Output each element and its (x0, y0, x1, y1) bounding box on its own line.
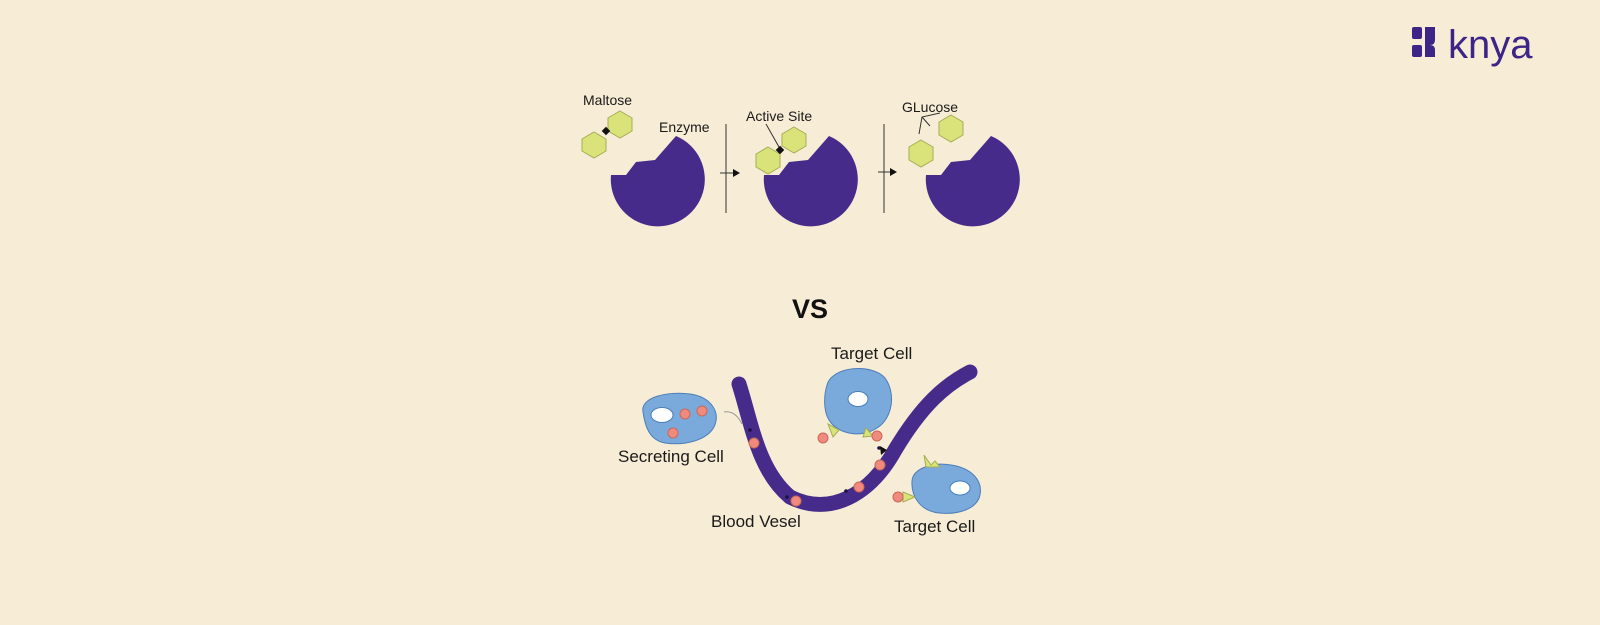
receptor-top-right (862, 427, 875, 438)
secreting-cell-label: Secreting Cell (618, 447, 724, 466)
target-cell-top-label: Target Cell (831, 344, 912, 363)
enzyme-body-1 (610, 136, 705, 227)
active-site-glucose-b (781, 126, 807, 154)
hormone-diagram: Secreting Cell Target Cell Target Cell B… (618, 344, 981, 536)
enzyme-panel-3: GLucose (902, 99, 1020, 227)
active-site-label: Active Site (746, 108, 812, 124)
glucose-label: GLucose (902, 99, 958, 115)
blood-vessel-label: Blood Vesel (711, 512, 801, 531)
bound-hormone-bottom (892, 491, 904, 503)
arrowhead-1 (733, 169, 740, 177)
exit-arrowhead (880, 446, 887, 455)
secreting-cell-nucleus (650, 407, 674, 423)
target-cell-top: Target Cell (817, 344, 912, 444)
arrowhead-2 (890, 168, 897, 176)
active-site-pointer (765, 123, 780, 148)
vs-separator: VS (792, 294, 828, 324)
secretory-hormone-3 (667, 427, 679, 439)
glucose-product-b (938, 114, 964, 143)
target-cell-bottom: Target Cell (892, 454, 981, 536)
hormones-in-vessel (748, 437, 886, 507)
glucose-pointer (918, 112, 941, 135)
enzyme-diagram: Maltose Enzyme Active Site GLucose (581, 92, 1020, 227)
knya-logo-text: knya (1448, 23, 1533, 67)
enzyme-body-3 (925, 136, 1020, 227)
bound-hormone-top-left (817, 432, 829, 444)
active-site-glucose-a (755, 146, 781, 175)
maltose-glucose-unit-b (607, 110, 633, 139)
glucose-product-a (908, 139, 934, 168)
enzyme-panel-2: Active Site (746, 108, 858, 227)
maltose-glucose-unit-a (581, 131, 607, 159)
enzyme-body-2 (763, 136, 858, 227)
target-cell-top-nucleus (847, 391, 869, 407)
secretion-line (723, 411, 743, 425)
receptor-bottom-top (923, 454, 942, 468)
vessel-particles (748, 428, 881, 499)
secretory-hormone-2 (696, 405, 708, 417)
enzyme-label: Enzyme (659, 119, 710, 135)
receptor-top-left (827, 422, 840, 438)
target-cell-bottom-label: Target Cell (894, 517, 975, 536)
bound-hormone-top-right (871, 430, 883, 442)
enzyme-panel-1: Maltose Enzyme (581, 92, 710, 227)
target-cell-bottom-nucleus (949, 480, 971, 496)
secreting-cell-body (642, 392, 717, 445)
knya-logo-mark (1412, 27, 1435, 57)
secreting-cell: Secreting Cell (618, 392, 743, 466)
maltose-label: Maltose (583, 92, 632, 108)
knya-logo[interactable]: knya (1412, 23, 1533, 67)
secretory-hormone-1 (679, 408, 691, 420)
